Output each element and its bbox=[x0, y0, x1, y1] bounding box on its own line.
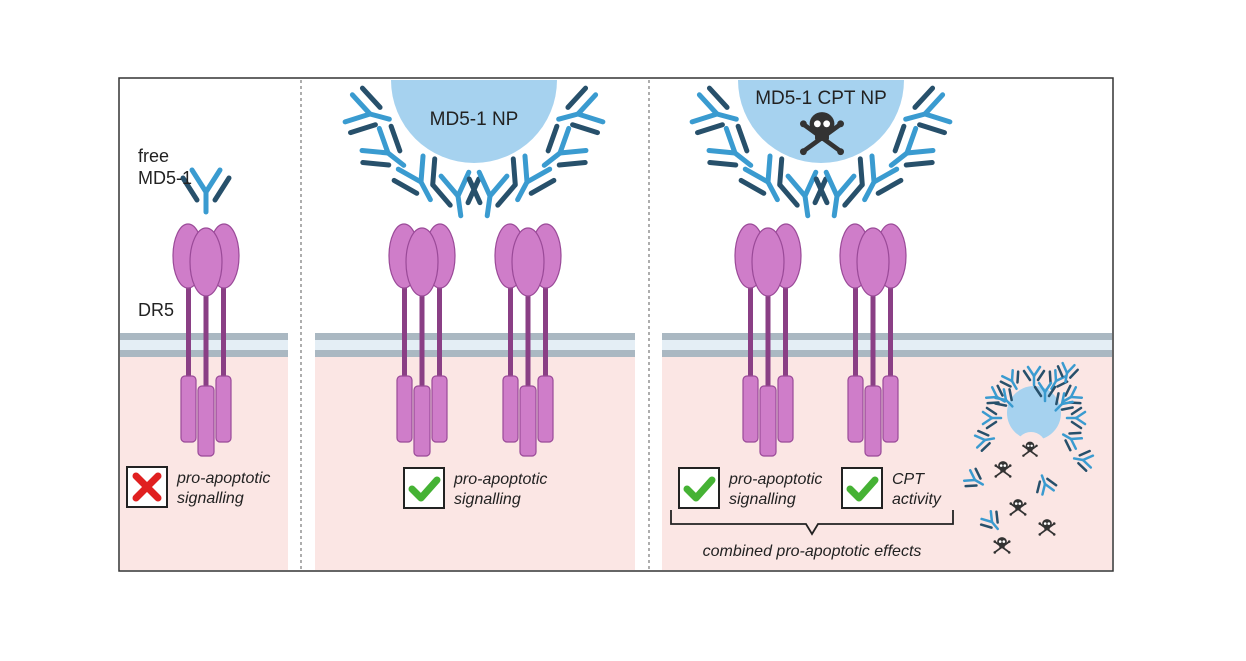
panel-md5-1-cpt-np: MD5-1 CPT NP bbox=[662, 80, 1112, 570]
np-label: MD5-1 NP bbox=[430, 109, 519, 130]
panel-md5-1-np: MD5-1 NP pro-apoptotic signalling bbox=[315, 80, 635, 570]
check-mark-icon bbox=[679, 468, 719, 508]
signal-label-line1: pro-apoptotic bbox=[728, 471, 822, 488]
signal-label-line1: pro-apoptotic bbox=[453, 471, 547, 488]
cpt-label-line2: activity bbox=[892, 491, 942, 508]
nanoparticle bbox=[391, 80, 557, 163]
internalized-nanoparticle bbox=[960, 361, 1095, 537]
signal-label-line2: signalling bbox=[177, 490, 244, 507]
md5-1-label: MD5-1 bbox=[138, 168, 192, 188]
signal-label-line2: signalling bbox=[729, 491, 796, 508]
free-label: free bbox=[138, 146, 169, 166]
signal-label-line1: pro-apoptotic bbox=[176, 470, 270, 487]
dr5-label: DR5 bbox=[138, 300, 174, 320]
combined-bracket bbox=[670, 510, 954, 536]
cell-membrane bbox=[315, 333, 635, 357]
panel-free-antibody: free MD5-1 DR5 pro-apoptotic signalling bbox=[120, 146, 288, 570]
check-mark-icon bbox=[842, 468, 882, 508]
combined-effects-label: combined pro-apoptotic effects bbox=[703, 543, 922, 560]
cpt-label-line1: CPT bbox=[892, 471, 925, 488]
cell-membrane bbox=[662, 333, 1112, 357]
np-label: MD5-1 CPT NP bbox=[755, 88, 887, 109]
cytoplasm bbox=[315, 356, 635, 570]
x-mark-icon bbox=[126, 466, 168, 508]
signal-label-line2: signalling bbox=[454, 491, 521, 508]
check-mark-icon bbox=[404, 468, 444, 508]
